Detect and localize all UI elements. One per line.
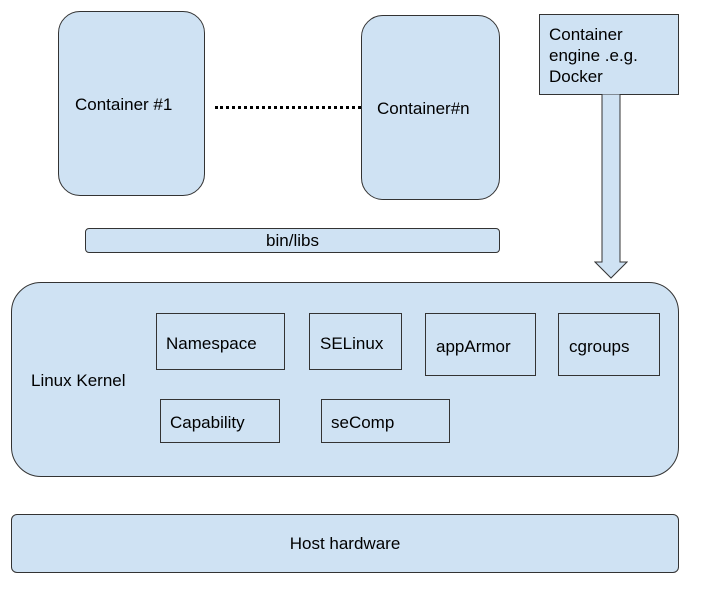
apparmor-box: appArmor <box>425 313 536 376</box>
selinux-label: SELinux <box>320 334 384 353</box>
container-1-label: Container #1 <box>75 95 173 114</box>
host-hardware-box: Host hardware <box>11 514 679 573</box>
container-engine-label: Container engine .e.g. Docker <box>549 25 638 86</box>
namespace-box: Namespace <box>156 313 285 370</box>
container-n-label: Container#n <box>377 99 470 118</box>
cgroups-box: cgroups <box>558 313 660 376</box>
binlibs-label: bin/libs <box>266 231 319 250</box>
capability-label: Capability <box>170 413 245 432</box>
arrow-shape <box>594 94 628 279</box>
container-1-box: Container #1 <box>58 11 205 196</box>
container-n-box: Container#n <box>361 15 500 200</box>
apparmor-label: appArmor <box>436 337 511 356</box>
linux-kernel-label: Linux Kernel <box>31 371 126 390</box>
capability-box: Capability <box>160 399 280 443</box>
dotted-connector <box>215 106 361 109</box>
host-hardware-label: Host hardware <box>289 534 401 553</box>
seccomp-label: seComp <box>331 413 395 432</box>
container-engine-box: Container engine .e.g. Docker <box>539 14 679 95</box>
engine-to-kernel-arrow <box>594 94 628 279</box>
namespace-label: Namespace <box>166 334 257 353</box>
binlibs-box: bin/libs <box>85 228 500 253</box>
seccomp-box: seComp <box>321 399 450 443</box>
cgroups-label: cgroups <box>569 337 630 356</box>
selinux-box: SELinux <box>309 313 402 370</box>
